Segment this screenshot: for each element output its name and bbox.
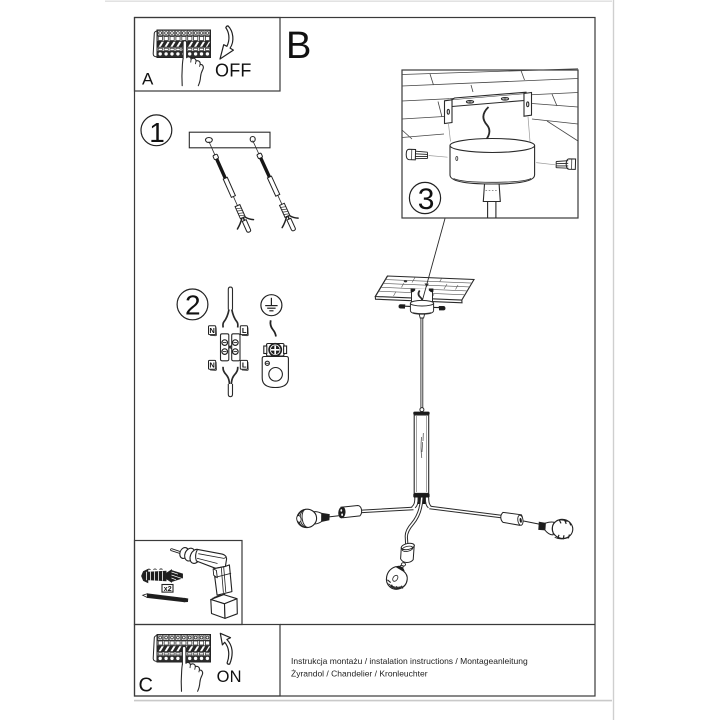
svg-text:3: 3 (418, 183, 435, 216)
svg-text:L: L (242, 360, 247, 369)
svg-text:2: 2 (185, 290, 201, 321)
svg-text:1: 1 (149, 117, 165, 148)
svg-text:N: N (209, 326, 214, 335)
svg-text:B: B (286, 25, 311, 67)
svg-text:x2: x2 (164, 586, 172, 593)
svg-text:A: A (142, 70, 154, 89)
svg-text:L: L (242, 326, 247, 335)
svg-text:N: N (209, 360, 214, 369)
svg-text:ON: ON (217, 668, 242, 686)
svg-text:C: C (139, 675, 153, 697)
svg-text:Żyrandol / Chandelier / Kronle: Żyrandol / Chandelier / Kronleuchter (291, 669, 428, 679)
svg-text:Instrukcja montażu / instalati: Instrukcja montażu / instalation instruc… (291, 656, 528, 666)
svg-text:OFF: OFF (215, 61, 252, 81)
